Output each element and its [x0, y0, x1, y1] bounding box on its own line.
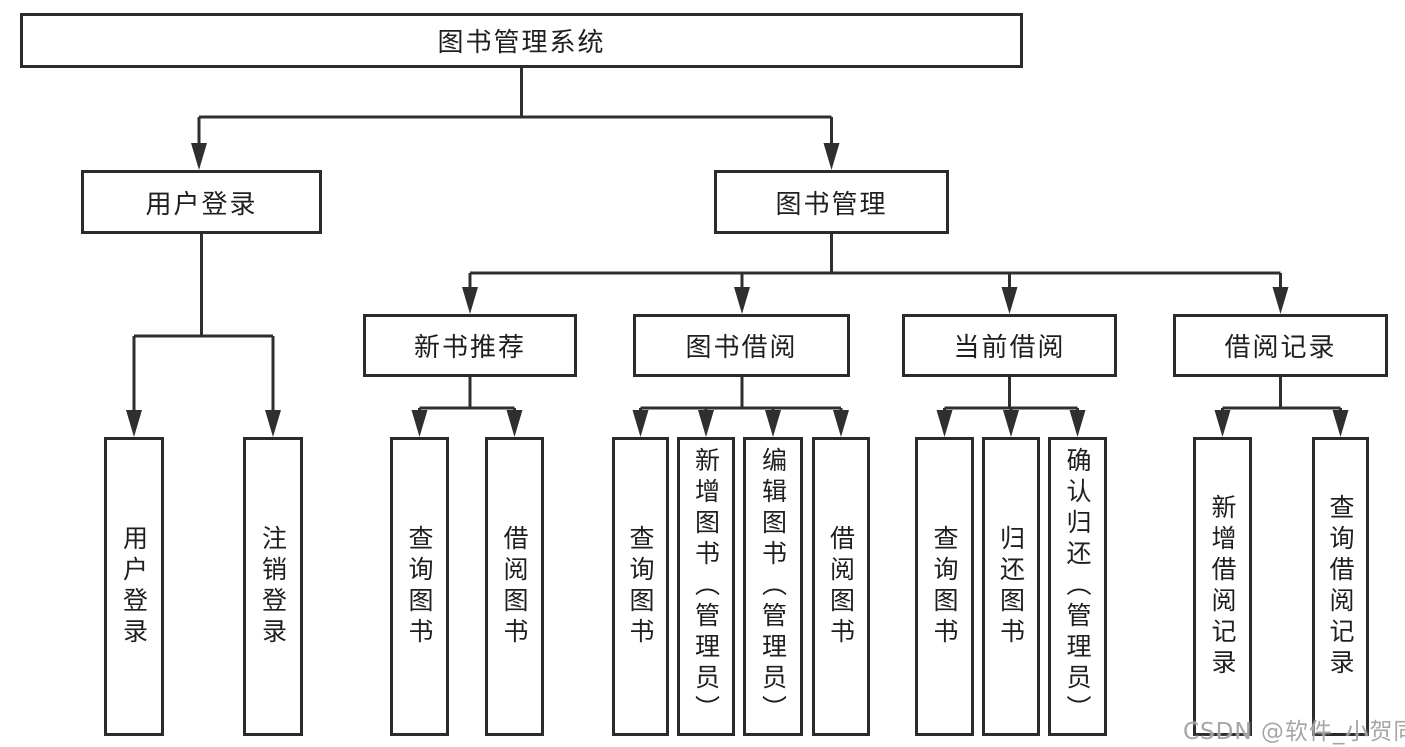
node-book-borrowing: 图书借阅	[633, 314, 850, 377]
node-borrowing-records: 借阅记录	[1173, 314, 1388, 377]
leaf-edit-books-admin: 编辑图书（管理员）	[743, 437, 803, 736]
leaf-borrow-books-borrowing-label: 借阅图书	[826, 524, 856, 649]
leaf-query-borrow-record: 查询借阅记录	[1312, 437, 1369, 736]
node-user-login: 用户登录	[81, 170, 322, 234]
node-current-borrowing: 当前借阅	[902, 314, 1117, 377]
leaf-logout-login: 注销登录	[243, 437, 303, 736]
leaf-query-books-recommend-label: 查询图书	[405, 524, 434, 649]
node-library-system-label: 图书管理系统	[437, 28, 606, 58]
node-book-management: 图书管理	[714, 170, 949, 234]
arrowheads	[126, 143, 1349, 437]
leaf-borrow-books-recommend: 借阅图书	[485, 437, 544, 736]
csdn-watermark: CSDN @软件_小贺同学	[1183, 719, 1405, 745]
leaf-user-login-label: 用户登录	[119, 524, 149, 649]
leaf-query-books-borrowing-label: 查询图书	[626, 524, 655, 649]
leaf-query-books-current: 查询图书	[915, 437, 974, 736]
leaf-logout-login-label: 注销登录	[258, 524, 288, 649]
node-borrowing-records-label: 借阅记录	[1224, 333, 1337, 363]
leaf-query-borrow-record-label: 查询借阅记录	[1326, 493, 1355, 680]
leaf-query-books-current-label: 查询图书	[930, 524, 959, 649]
leaf-return-books: 归还图书	[982, 437, 1040, 736]
node-book-borrowing-label: 图书借阅	[685, 333, 798, 363]
leaf-borrow-books-recommend-label: 借阅图书	[500, 524, 529, 649]
leaf-user-login: 用户登录	[104, 437, 164, 736]
leaf-add-borrow-record-label: 新增借阅记录	[1208, 493, 1237, 680]
node-user-login-label: 用户登录	[145, 189, 258, 220]
node-new-book-recommendation: 新书推荐	[363, 314, 577, 377]
node-new-book-recommendation-label: 新书推荐	[413, 333, 526, 363]
node-library-system: 图书管理系统	[20, 13, 1023, 68]
leaf-return-books-label: 归还图书	[996, 524, 1026, 649]
leaf-borrow-books-borrowing: 借阅图书	[812, 437, 870, 736]
leaf-add-borrow-record: 新增借阅记录	[1193, 437, 1252, 736]
leaf-confirm-return-admin: 确认归还（管理员）	[1048, 437, 1107, 736]
leaf-add-books-admin-label: 新增图书（管理员）	[691, 447, 721, 726]
leaf-confirm-return-admin-label: 确认归还（管理员）	[1063, 447, 1092, 726]
leaf-add-books-admin: 新增图书（管理员）	[677, 437, 735, 736]
leaf-query-books-borrowing: 查询图书	[612, 437, 669, 736]
leaf-query-books-recommend: 查询图书	[390, 437, 449, 736]
node-current-borrowing-label: 当前借阅	[953, 333, 1066, 363]
leaf-edit-books-admin-label: 编辑图书（管理员）	[758, 447, 788, 726]
node-book-management-label: 图书管理	[775, 189, 888, 220]
